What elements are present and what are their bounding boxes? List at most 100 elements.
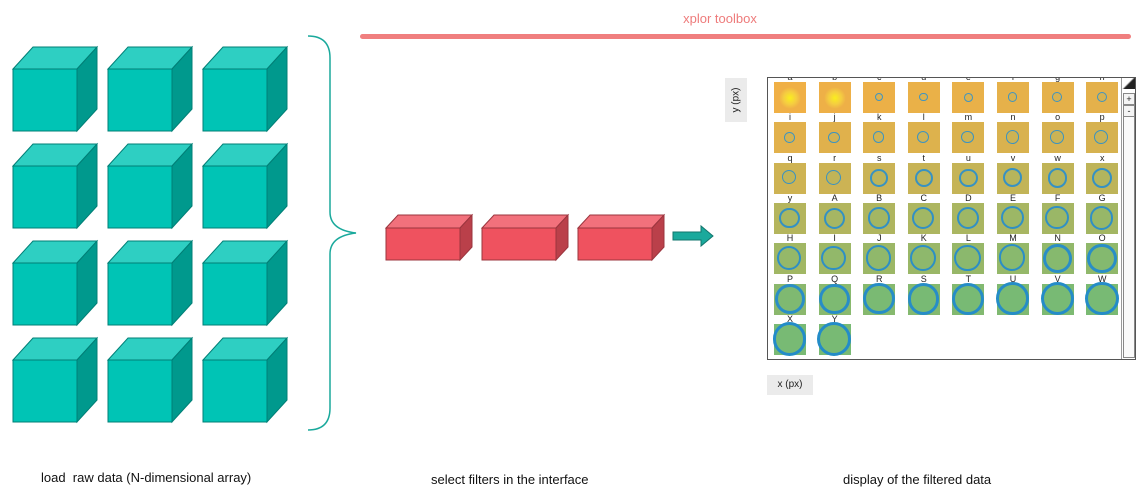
tile-image <box>774 122 806 154</box>
filter-box <box>576 213 666 262</box>
tile-ring <box>1045 206 1069 230</box>
corner-icon <box>1122 78 1135 89</box>
filtered-tile[interactable]: V <box>1040 274 1074 316</box>
filtered-tile[interactable]: A <box>818 193 851 234</box>
tile-image <box>774 243 806 275</box>
filtered-tile[interactable]: E <box>997 193 1029 234</box>
tile-image <box>1086 82 1119 113</box>
scroll-track[interactable] <box>1123 116 1135 358</box>
tile-ring <box>912 206 935 229</box>
filtered-tile[interactable]: o <box>1041 112 1074 154</box>
filtered-tile[interactable]: F <box>1041 193 1074 234</box>
filtered-tile[interactable]: u <box>952 153 985 194</box>
filtered-tile[interactable]: D <box>952 193 985 234</box>
tile-ring <box>1052 92 1063 102</box>
filtered-tile[interactable]: T <box>952 274 985 315</box>
tile-label: x <box>1099 152 1105 163</box>
tile-label: q <box>787 152 793 163</box>
filtered-tile[interactable]: I <box>818 233 851 275</box>
filtered-tile[interactable]: P <box>774 274 806 315</box>
data-cube <box>11 142 99 230</box>
filtered-tile[interactable]: e <box>952 78 985 113</box>
filtered-tile[interactable]: C <box>907 193 940 234</box>
data-cube <box>11 336 99 424</box>
vertical-scrollbar[interactable]: + - <box>1121 78 1135 359</box>
tile-image <box>818 82 851 113</box>
tile-image <box>997 202 1029 234</box>
filtered-tile[interactable]: H <box>774 233 806 275</box>
box-front-face <box>107 68 173 132</box>
tile-image <box>818 243 851 275</box>
filtered-tile[interactable]: B <box>863 193 896 234</box>
filtered-tile[interactable]: y <box>774 193 806 234</box>
x-axis-label: x (px) <box>767 375 813 395</box>
filtered-tile[interactable]: K <box>907 233 940 275</box>
y-axis-label: y (px) <box>730 87 742 113</box>
filtered-tile[interactable]: U <box>996 274 1029 315</box>
tile-image <box>907 282 940 315</box>
tile-label: R <box>875 273 883 284</box>
tile-image <box>818 162 851 194</box>
filtered-tile[interactable]: b <box>818 78 851 113</box>
filtered-tile[interactable]: O <box>1086 233 1119 275</box>
tile-image <box>774 162 806 194</box>
tile-ring <box>1089 205 1114 230</box>
filtered-tile[interactable]: J <box>863 233 896 275</box>
filtered-tile[interactable]: r <box>818 153 851 194</box>
tile-label: j <box>833 112 836 123</box>
zoom-in-button[interactable]: + <box>1123 93 1135 105</box>
tile-ring <box>963 92 973 102</box>
tile-label: u <box>965 152 971 163</box>
filtered-tile[interactable]: v <box>997 153 1029 194</box>
box-front-face <box>202 165 268 229</box>
tile-ring <box>826 169 842 185</box>
tile-label: H <box>786 233 794 244</box>
filtered-tile[interactable]: h <box>1086 78 1119 113</box>
filtered-tile[interactable]: L <box>952 233 985 275</box>
filtered-tile[interactable]: N <box>1041 233 1074 275</box>
filtered-tile[interactable]: i <box>774 112 806 154</box>
filtered-tile[interactable]: s <box>863 153 896 194</box>
tile-ring <box>823 86 846 109</box>
tile-image <box>818 202 851 234</box>
filtered-tile[interactable]: a <box>774 78 806 113</box>
filtered-tile[interactable]: W <box>1084 274 1119 316</box>
filtered-tile[interactable]: d <box>907 78 940 113</box>
tile-label: P <box>786 273 793 284</box>
tile-label: e <box>965 77 971 82</box>
filtered-tile[interactable]: S <box>907 274 940 315</box>
filtered-tile[interactable]: n <box>997 112 1029 154</box>
filtered-tile[interactable]: j <box>818 112 851 154</box>
filtered-tile[interactable]: q <box>774 153 806 194</box>
tile-ring <box>863 283 895 315</box>
filtered-tile[interactable]: w <box>1041 153 1074 194</box>
filtered-tile[interactable]: t <box>907 153 940 194</box>
box-front-face <box>577 227 653 261</box>
filtered-tile[interactable]: c <box>863 78 896 113</box>
filtered-tile[interactable]: G <box>1086 193 1119 234</box>
tile-label: C <box>920 192 928 203</box>
filtered-tile[interactable]: Y <box>817 314 852 356</box>
tile-label: J <box>876 233 882 244</box>
filtered-tile[interactable]: f <box>997 78 1029 113</box>
filtered-tile[interactable]: p <box>1086 112 1119 154</box>
tile-label: G <box>1098 192 1106 203</box>
filtered-tile[interactable]: k <box>863 112 896 154</box>
tile-ring <box>870 169 888 187</box>
tile-ring <box>774 283 805 314</box>
filtered-tile[interactable]: x <box>1086 153 1119 194</box>
tile-image <box>1041 202 1074 234</box>
tile-image <box>1086 243 1119 275</box>
filtered-tile[interactable]: Q <box>818 274 851 315</box>
filtered-tile[interactable]: X <box>772 314 807 356</box>
tile-image <box>863 162 896 194</box>
filtered-tile[interactable]: M <box>997 233 1029 275</box>
filtered-tile[interactable]: g <box>1041 78 1074 113</box>
filtered-tile[interactable]: m <box>952 112 985 154</box>
tile-image <box>997 162 1029 194</box>
data-cube <box>106 336 194 424</box>
filtered-tile[interactable]: R <box>863 274 896 315</box>
filtered-tile[interactable]: l <box>907 112 940 154</box>
tile-label: y <box>787 192 793 203</box>
